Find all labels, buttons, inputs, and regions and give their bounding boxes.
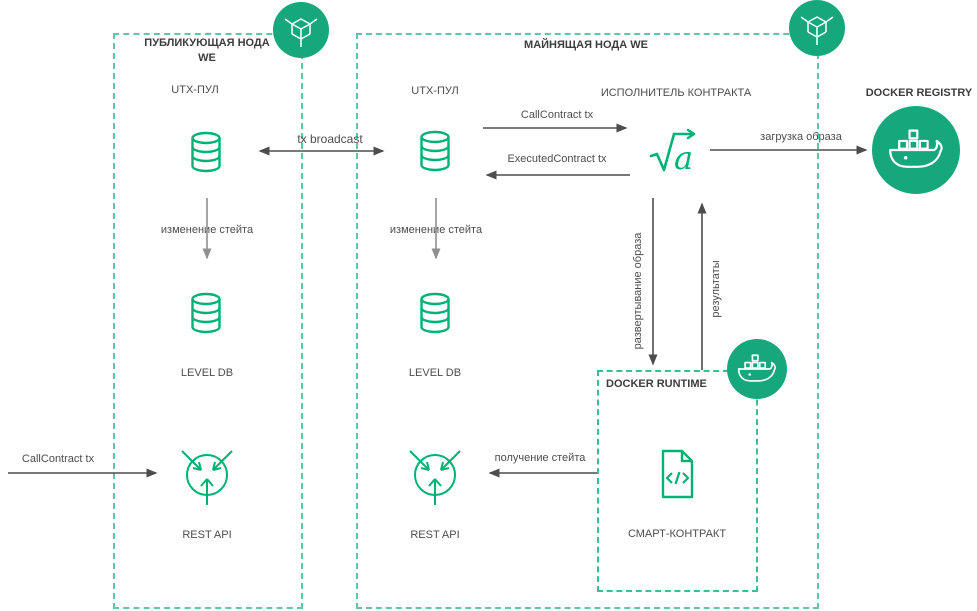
image-upload-label: загрузка образа [760,131,842,143]
node-cube-icon [284,18,318,47]
publishing-node-badge [273,2,329,58]
docker-whale-icon [737,354,776,382]
sqrt-vector-a-icon: a [648,129,700,175]
mining-rest-api-label: REST API [410,529,460,541]
call-contract-mid-label: CallContract tx [520,109,594,121]
node-cube-icon [800,16,834,45]
mining-rest-api-gateway-icon [407,445,463,509]
publishing-node-box [113,33,303,609]
executed-contract-label: ExecutedContract tx [507,153,607,165]
code-document-icon [661,449,694,499]
results-label: результаты [710,260,722,318]
contract-executor-label: ИСПОЛНИТЕЛЬ КОНТРАКТА [600,87,752,99]
state-fetch-label: получение стейта [494,452,586,464]
docker-registry-badge [872,106,960,194]
mining-node-box [356,33,819,609]
mining-state-change-label: изменение стейта [389,224,483,236]
docker-runtime-title: DOCKER RUNTIME [606,378,707,390]
mining-utx-database-icon [418,130,452,172]
publishing-level-db-label: LEVEL DB [180,367,234,379]
smart-contract-label: СМАРТ-КОНТРАКТ [627,528,727,540]
image-deploy-label: развертывание образа [632,232,644,350]
publishing-utx-pool-label: UTX-ПУЛ [171,84,219,96]
mining-node-title: МАЙНЯЩАЯ НОДА WE [524,39,648,51]
call-contract-incoming-label: CallContract tx [21,453,95,465]
publishing-leveldb-database-icon [189,292,223,334]
mining-level-db-label: LEVEL DB [408,367,462,379]
publishing-rest-api-label: REST API [182,529,232,541]
mining-node-badge [789,0,845,56]
docker-registry-title: DOCKER REGISTRY [865,87,973,99]
mining-utx-pool-label: UTX-ПУЛ [411,85,459,97]
mining-leveldb-database-icon [418,292,452,334]
docker-whale-icon [889,129,943,168]
svg-text:a: a [674,139,693,175]
tx-broadcast-label: tx broadcast [297,132,363,146]
publishing-utx-database-icon [189,131,223,173]
publishing-state-change-label: изменение стейта [160,224,254,236]
publishing-node-title: ПУБЛИКУЮЩАЯ НОДА WE [144,37,270,64]
docker-runtime-badge [727,339,787,399]
publishing-rest-api-gateway-icon [179,445,235,509]
docker-runtime-box [597,370,758,592]
